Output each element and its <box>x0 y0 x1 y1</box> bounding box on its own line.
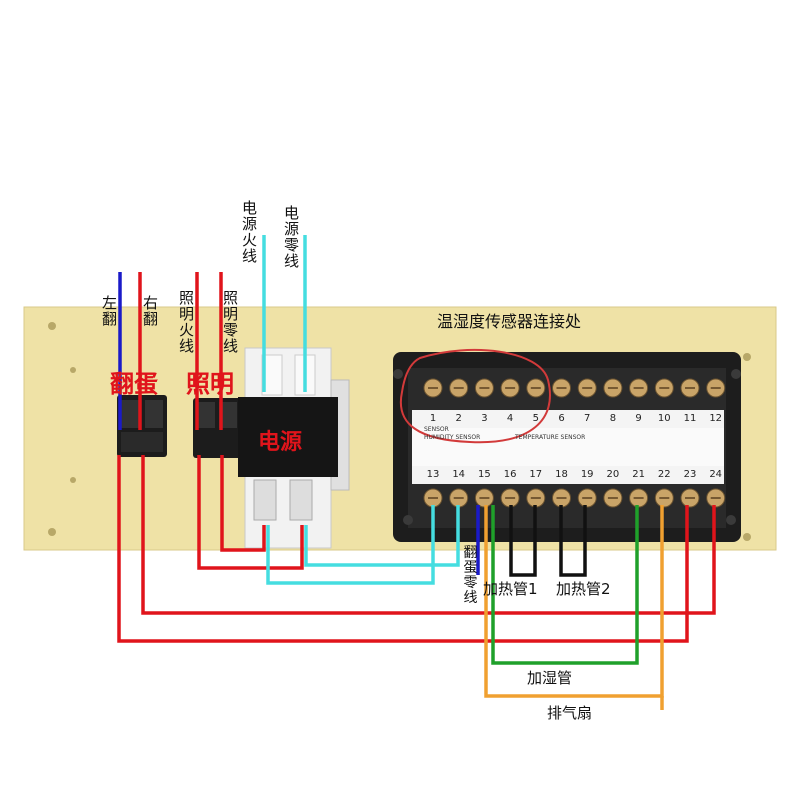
wires <box>117 235 716 710</box>
terminal-number: 24 <box>709 469 723 480</box>
label-heater2: 加热管2 <box>556 580 611 598</box>
terminal-number: 20 <box>606 469 620 480</box>
terminal-number: 12 <box>709 413 723 424</box>
controller-sensor-text: SENSOR <box>424 426 449 433</box>
terminal-number: 14 <box>452 469 466 480</box>
terminal-number: 3 <box>481 413 488 424</box>
label-flip-egg: 翻蛋 <box>110 370 158 398</box>
terminal-number: 19 <box>580 469 594 480</box>
terminal-number: 23 <box>683 469 697 480</box>
terminal-number: 4 <box>506 413 514 424</box>
sensor-highlight-circle <box>399 348 551 444</box>
terminal-number: 10 <box>657 413 671 424</box>
lighting-switch <box>193 398 241 458</box>
terminal-number: 5 <box>532 413 539 424</box>
terminal-number: 18 <box>555 469 568 480</box>
terminal-number: 9 <box>635 413 642 424</box>
wire-light-loop-2 <box>220 455 266 552</box>
controller-humidity-sensor-text: HUMIDITY SENSOR <box>424 434 481 441</box>
label-left-flip: 左翻 <box>101 294 117 328</box>
wire-red-right <box>141 455 716 615</box>
terminal-number: 16 <box>503 469 517 480</box>
label-lighting: 照明 <box>186 370 234 398</box>
label-exhaust-fan: 排气扇 <box>547 704 593 722</box>
terminal-number: 6 <box>558 413 565 424</box>
terminal-number: 21 <box>632 469 645 480</box>
label-power-neutral: 电源零线 <box>283 204 299 270</box>
sensor-connection-title: 温湿度传感器连接处 <box>437 312 582 331</box>
wire-humidifier <box>491 505 639 665</box>
label-power-live: 电源火线 <box>241 199 257 265</box>
panel-screw <box>48 528 56 536</box>
label-right-flip: 右翻 <box>142 294 158 328</box>
controller-temperature-sensor-text: TEMPERATURE SENSOR <box>515 434 586 441</box>
label-light-live: 照明火线 <box>178 289 194 355</box>
label-flip-egg-neutral: 翻蛋零线 <box>463 545 478 606</box>
label-power: 电源 <box>258 430 303 455</box>
panel-screw <box>70 477 76 483</box>
wire-cyan-2 <box>304 505 460 567</box>
label-light-neutral: 照明零线 <box>222 289 238 355</box>
wire-heater2 <box>559 505 587 577</box>
top-terminal-screws <box>423 378 726 398</box>
terminal-number: 15 <box>478 469 491 480</box>
wire-cyan-1 <box>266 505 435 585</box>
panel-screw <box>70 367 76 373</box>
terminal-number: 13 <box>426 469 440 480</box>
power-breaker <box>238 347 350 549</box>
wire-exhaust <box>484 505 664 698</box>
wire-red-left <box>117 455 689 643</box>
wire-light-loop-1 <box>197 455 304 570</box>
terminal-number: 22 <box>657 469 671 480</box>
terminal-number: 7 <box>584 413 591 424</box>
terminal-number: 17 <box>529 469 543 480</box>
terminal-number: 11 <box>683 413 697 424</box>
panel-screw <box>743 533 751 541</box>
panel-screw <box>743 353 751 361</box>
label-humidifier: 加湿管 <box>527 669 573 687</box>
bottom-terminal-screws <box>423 488 726 508</box>
wire-heater1 <box>509 505 537 577</box>
terminal-number: 2 <box>455 413 462 424</box>
terminal-number: 1 <box>429 413 437 424</box>
label-heater1: 加热管1 <box>483 580 538 598</box>
panel-screw <box>48 322 56 330</box>
flip-egg-switch <box>117 395 167 457</box>
terminal-number: 8 <box>609 413 617 424</box>
